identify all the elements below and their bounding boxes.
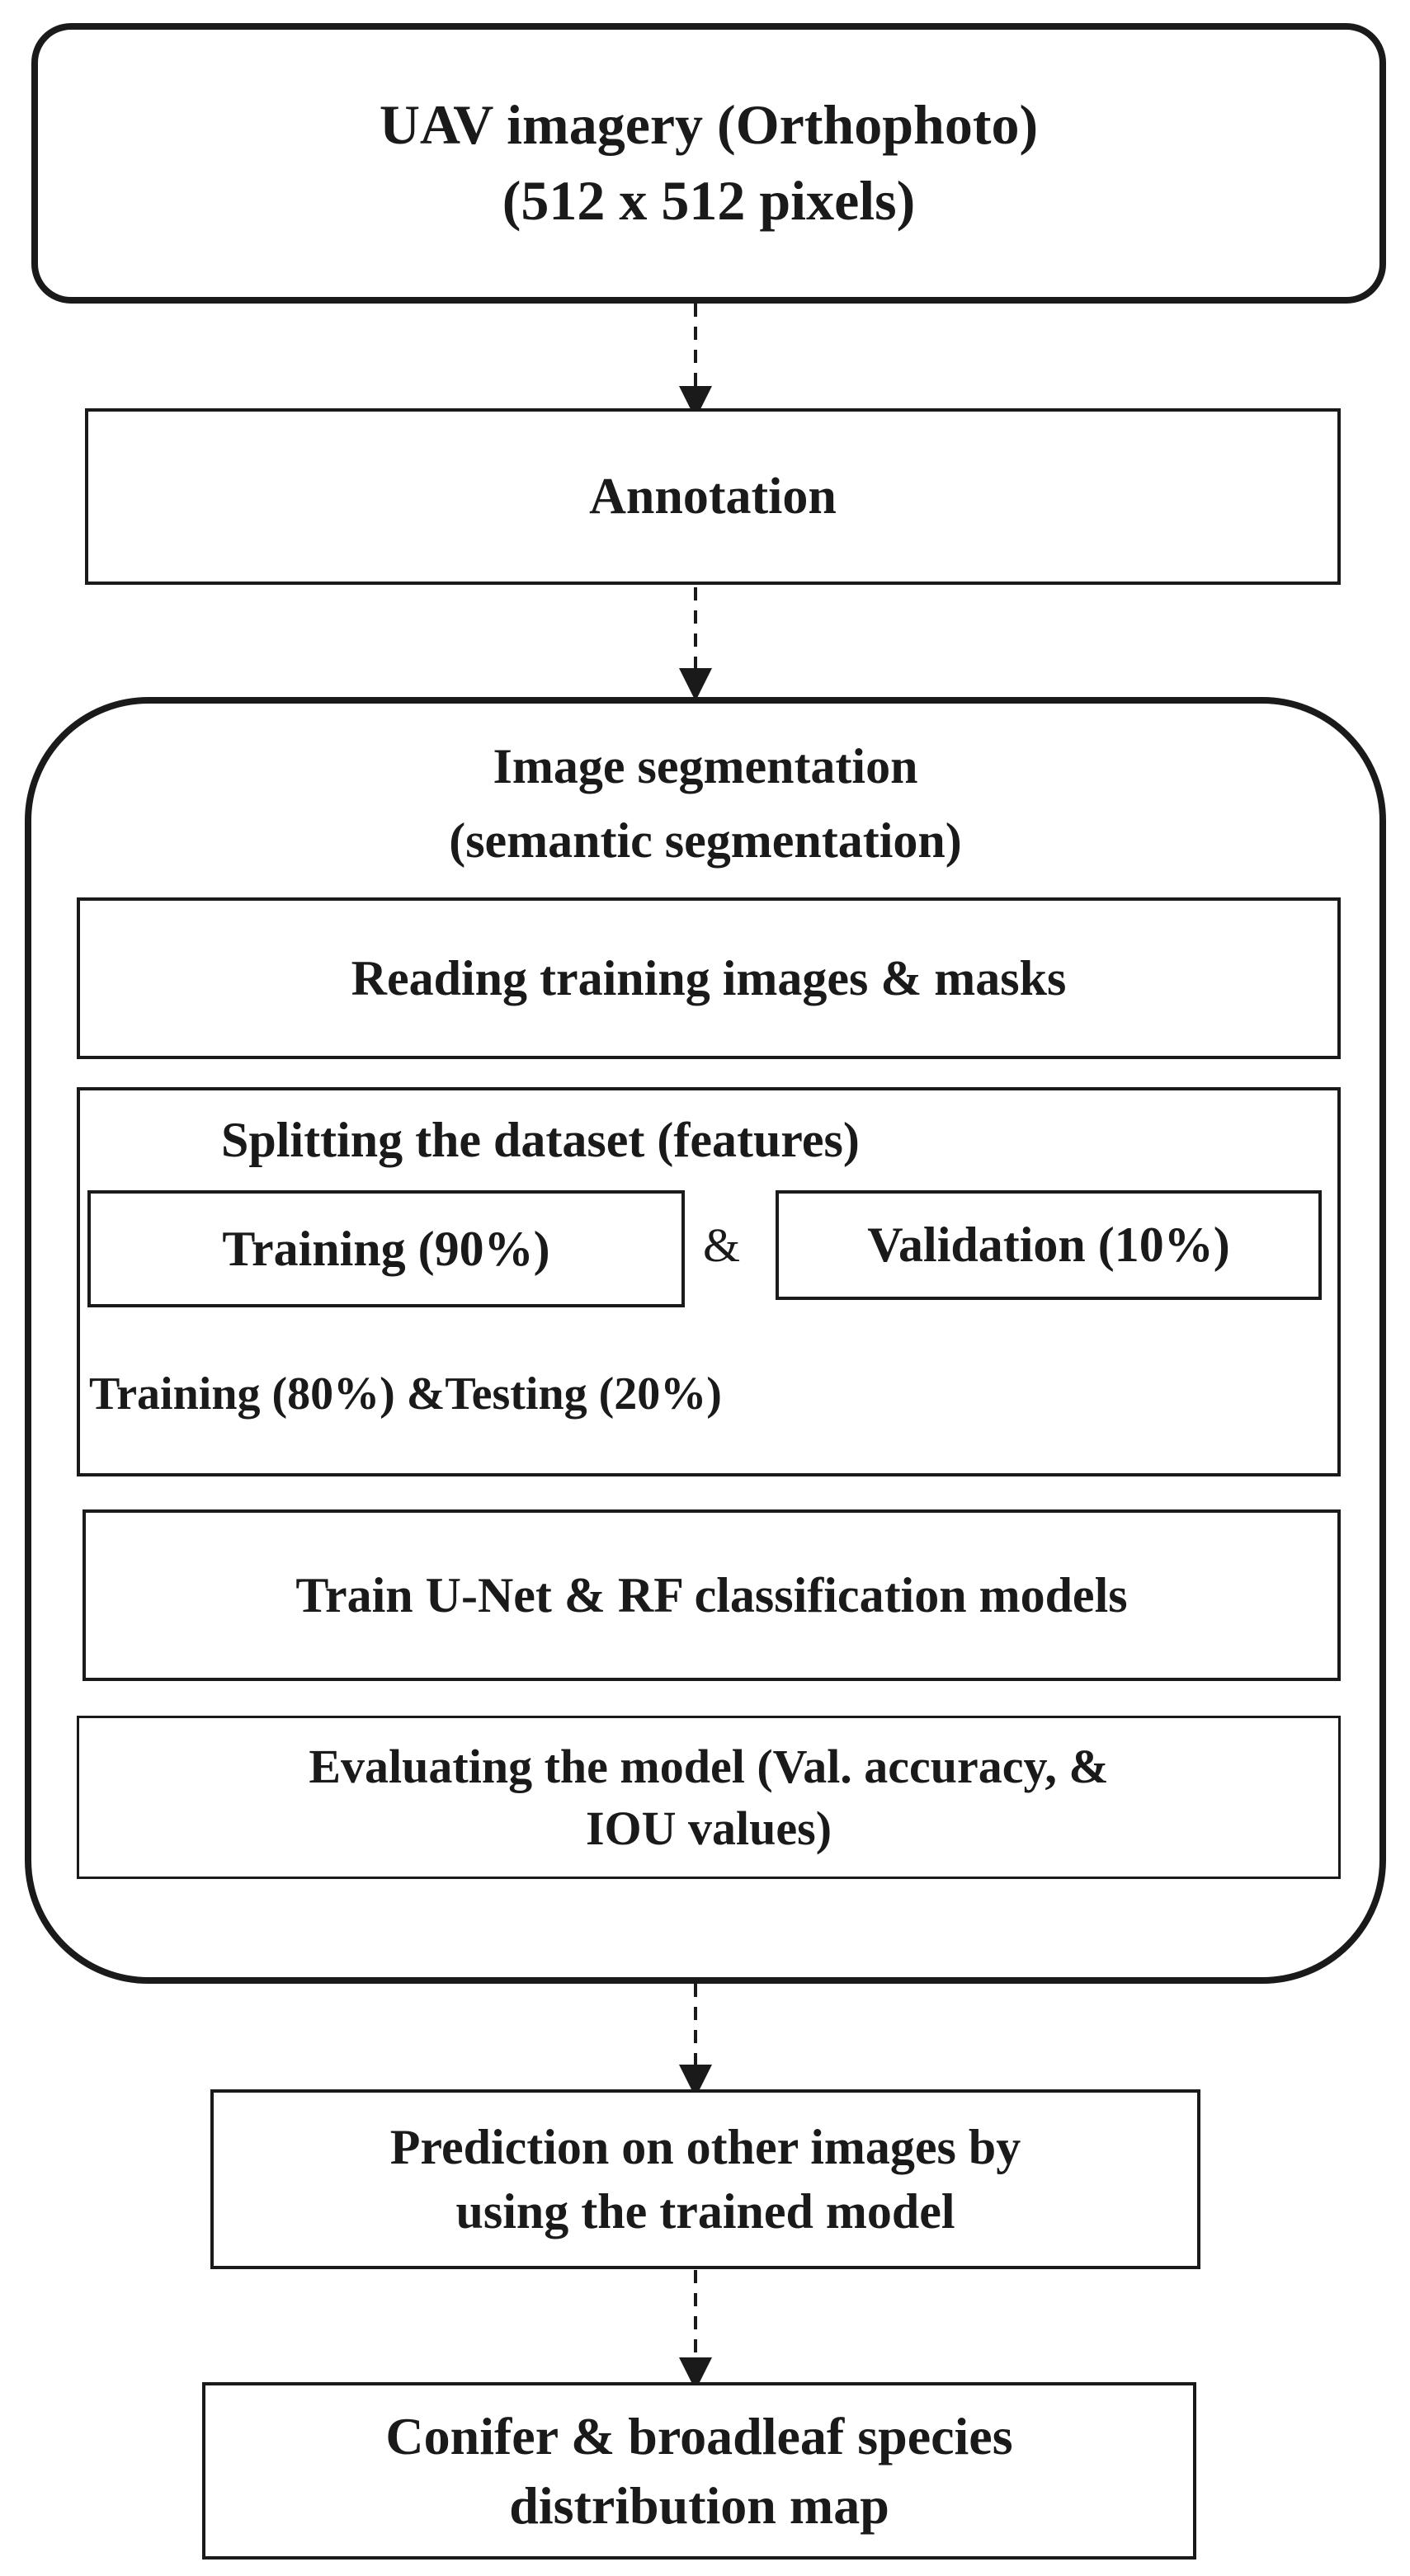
- output-line1: Conifer & broadleaf species: [385, 2407, 1013, 2466]
- uav-imagery-box: UAV imagery (Orthophoto) (512 x 512 pixe…: [31, 23, 1386, 304]
- annotation-label: Annotation: [589, 468, 837, 525]
- prediction-box: Prediction on other images by using the …: [210, 2089, 1200, 2269]
- train-models-box: Train U-Net & RF classification models: [83, 1509, 1341, 1681]
- reading-images-box: Reading training images & masks: [77, 897, 1341, 1059]
- training-90-label: Training (90%): [222, 1221, 550, 1276]
- splitting-title: Splitting the dataset (features): [221, 1113, 860, 1167]
- segmentation-title-line1: Image segmentation: [493, 739, 918, 794]
- prediction-line2: using the trained model: [455, 2184, 955, 2239]
- output-map-box: Conifer & broadleaf species distribution…: [202, 2382, 1196, 2560]
- training-90-box: Training (90%): [87, 1190, 685, 1307]
- reading-images-label: Reading training images & masks: [351, 950, 1067, 1005]
- output-line2: distribution map: [509, 2475, 889, 2535]
- prediction-line1: Prediction on other images by: [389, 2120, 1021, 2174]
- uav-imagery-line1: UAV imagery (Orthophoto): [379, 93, 1039, 157]
- split-ampersand: &: [703, 1218, 741, 1272]
- train-test-subsplit: Training (80%) &Testing (20%): [89, 1368, 722, 1420]
- validation-10-box: Validation (10%): [776, 1190, 1322, 1300]
- uav-imagery-line2: (512 x 512 pixels): [502, 169, 916, 232]
- annotation-box: Annotation: [85, 408, 1341, 585]
- train-models-label: Train U-Net & RF classification models: [295, 1567, 1128, 1622]
- evaluating-line2: IOU values): [585, 1801, 832, 1855]
- evaluating-line1: Evaluating the model (Val. accuracy, &: [309, 1739, 1109, 1793]
- segmentation-title-line2: (semantic segmentation): [449, 813, 962, 868]
- evaluating-model-box: Evaluating the model (Val. accuracy, & I…: [77, 1716, 1341, 1879]
- validation-10-label: Validation (10%): [867, 1217, 1230, 1272]
